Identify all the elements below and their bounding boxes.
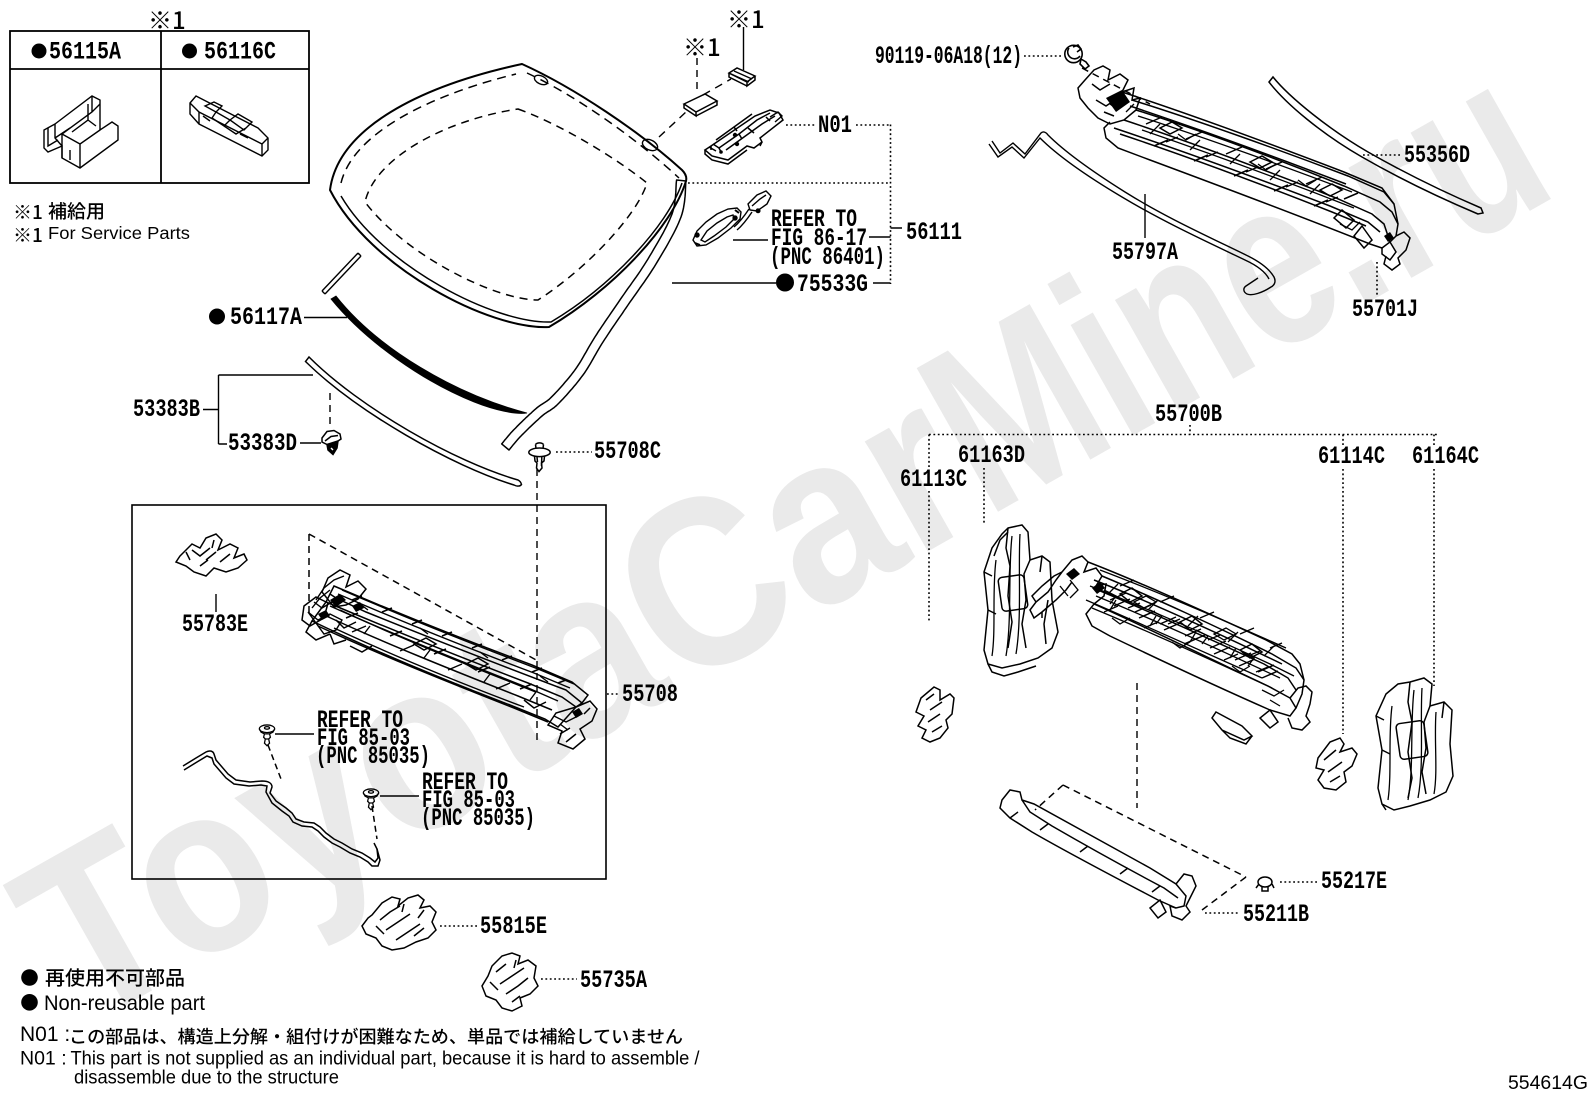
svg-text:53383B: 53383B (133, 395, 200, 424)
svg-text:554614G: 554614G (1508, 1072, 1588, 1094)
svg-text:56117A: 56117A (230, 303, 302, 332)
svg-text:61164C: 61164C (1412, 442, 1479, 471)
svg-text:(PNC 85035): (PNC 85035) (421, 804, 535, 833)
svg-text:REFER TO: REFER TO (771, 205, 857, 234)
svg-text:56111: 56111 (906, 218, 962, 247)
svg-text:Non-reusable part: Non-reusable part (44, 992, 205, 1015)
svg-text:75533G: 75533G (797, 270, 868, 299)
svg-text:FIG 85-03: FIG 85-03 (422, 786, 515, 815)
svg-text:55815E: 55815E (480, 912, 547, 941)
svg-text:56115A: 56115A (49, 38, 121, 67)
svg-text:※1: ※1 (13, 198, 43, 225)
svg-text:N01 :: N01 : (20, 1023, 70, 1046)
svg-text:This part is not supplied as a: This part is not supplied as an individu… (71, 1048, 701, 1070)
svg-text:補給用: 補給用 (48, 197, 105, 224)
svg-text:55211B: 55211B (1243, 900, 1309, 929)
svg-text:※1: ※1 (683, 28, 721, 63)
svg-text:90119-06A18(12): 90119-06A18(12) (875, 42, 1022, 71)
svg-text:55783E: 55783E (182, 610, 248, 639)
svg-text:55797A: 55797A (1112, 238, 1178, 267)
svg-text:(PNC 86401): (PNC 86401) (770, 243, 885, 272)
svg-text:REFER TO: REFER TO (317, 706, 403, 735)
svg-text:55356D: 55356D (1404, 141, 1470, 170)
svg-text:61163D: 61163D (958, 441, 1025, 470)
svg-text:55708: 55708 (622, 680, 678, 709)
svg-text:For Service Parts: For Service Parts (48, 223, 190, 243)
svg-text:55701J: 55701J (1352, 295, 1418, 324)
svg-text:この部品は、構造上分解・組付けが困難なため、単品では補給して: この部品は、構造上分解・組付けが困難なため、単品では補給していません (69, 1023, 683, 1049)
svg-text:disassemble due to the structu: disassemble due to the structure (74, 1067, 339, 1089)
svg-text:55735A: 55735A (580, 966, 647, 995)
svg-text:61114C: 61114C (1318, 442, 1385, 471)
svg-text:N01: N01 (818, 111, 852, 140)
svg-text:56116C: 56116C (204, 38, 276, 67)
svg-text:FIG 85-03: FIG 85-03 (317, 724, 410, 753)
svg-text:61113C: 61113C (900, 465, 967, 494)
svg-text:N01 :: N01 : (20, 1048, 67, 1070)
svg-text:FIG 86-17: FIG 86-17 (771, 224, 867, 253)
svg-text:※1: ※1 (13, 221, 43, 248)
svg-text:55217E: 55217E (1321, 867, 1387, 896)
svg-text:再使用不可部品: 再使用不可部品 (45, 962, 185, 991)
svg-text:53383D: 53383D (228, 429, 297, 458)
svg-text:REFER TO: REFER TO (422, 768, 508, 797)
svg-text:(PNC 85035): (PNC 85035) (316, 742, 430, 771)
svg-text:55708C: 55708C (594, 437, 661, 466)
svg-text:55700B: 55700B (1155, 400, 1222, 429)
svg-text:※1: ※1 (727, 0, 765, 35)
